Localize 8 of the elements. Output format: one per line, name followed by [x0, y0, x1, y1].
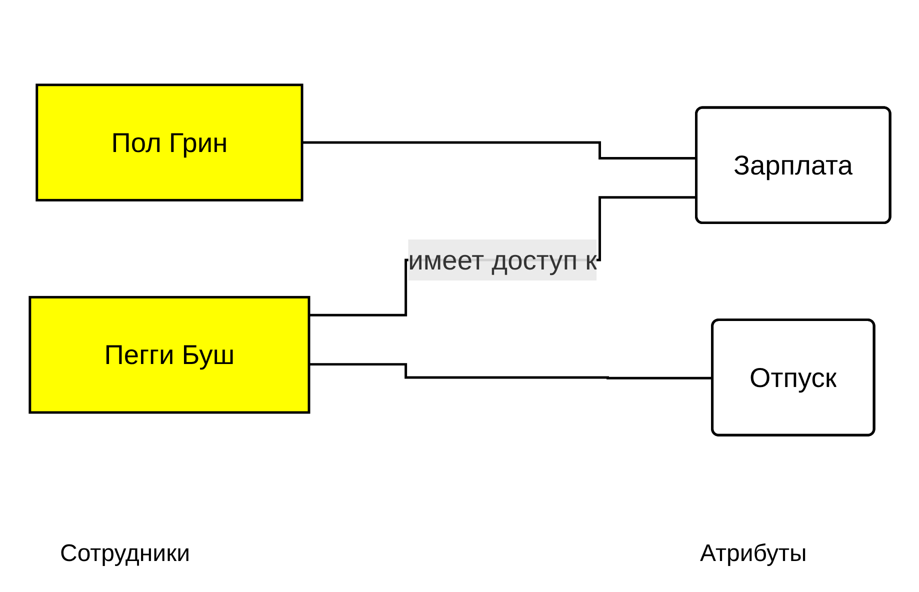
caption-text: Сотрудники	[60, 540, 190, 568]
connector	[309, 363, 713, 380]
node-box: Пегги Буш	[28, 296, 310, 414]
connector	[309, 196, 697, 316]
connector	[302, 141, 697, 160]
edge-label: имеет доступ к	[408, 244, 598, 276]
node-box: Пол Грин	[36, 84, 304, 202]
caption-text: Атрибуты	[700, 540, 807, 568]
